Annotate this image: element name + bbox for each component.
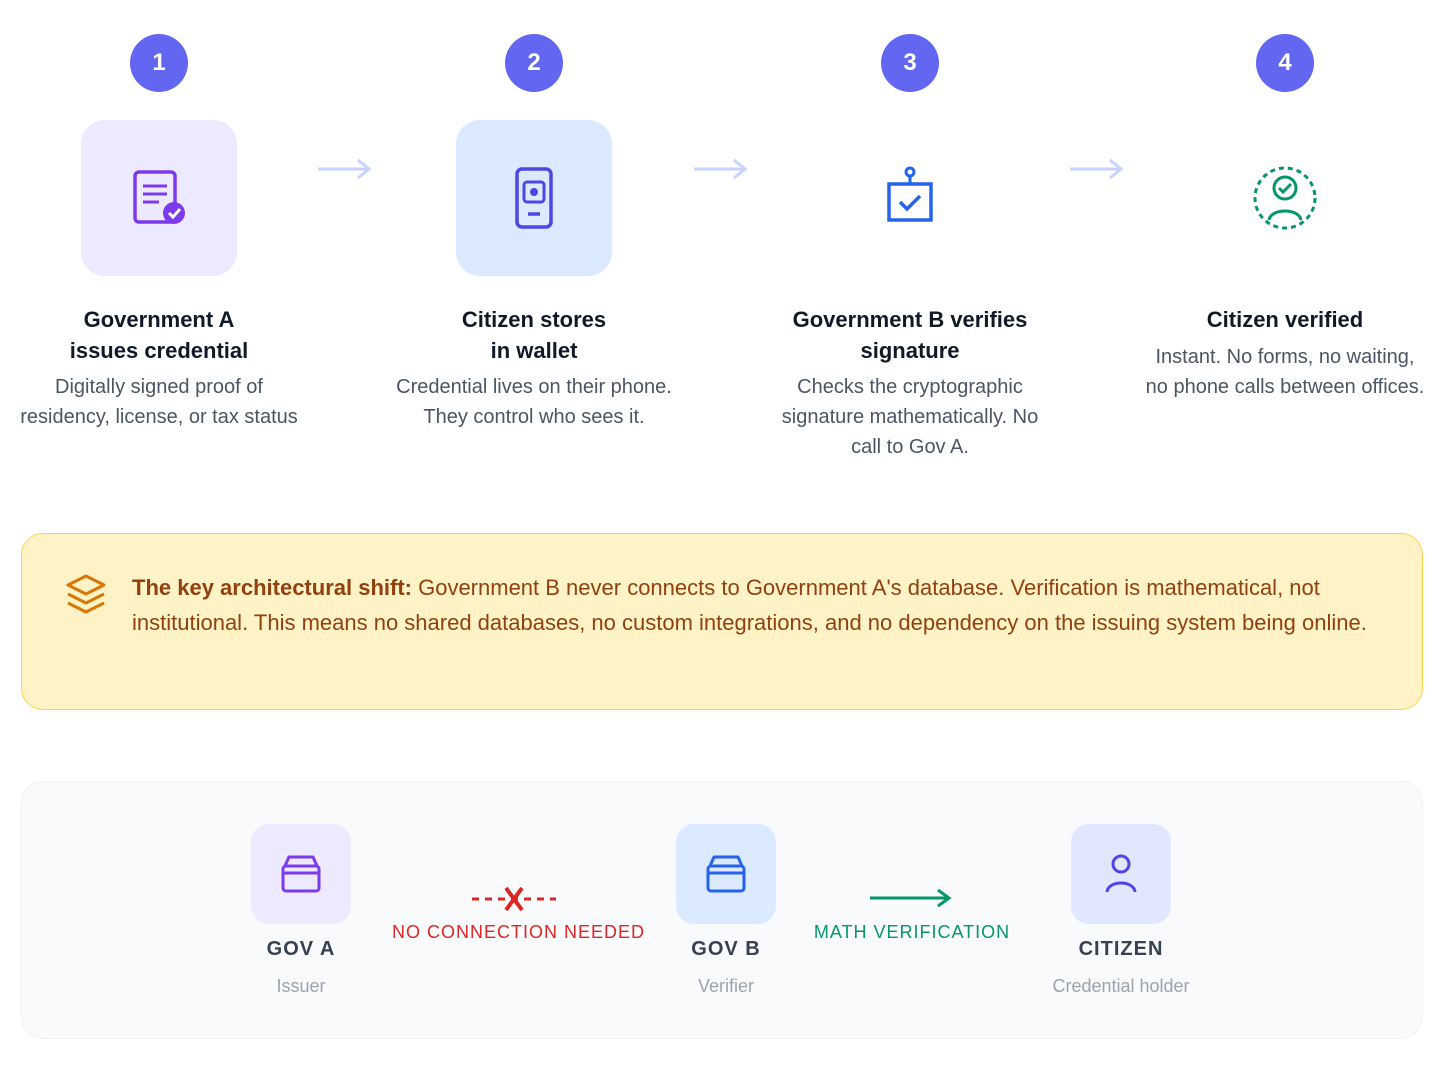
step-icon-tile bbox=[1207, 120, 1363, 276]
user-verified-icon bbox=[1253, 166, 1317, 230]
step-number-badge: 3 bbox=[881, 34, 939, 92]
key-shift-callout: The key architectural shift: Government … bbox=[21, 533, 1423, 710]
document-check-icon bbox=[133, 170, 185, 224]
layers-icon bbox=[66, 574, 106, 614]
step-title: Government A issues credential bbox=[69, 307, 249, 363]
box-icon bbox=[281, 855, 321, 893]
step-title: Government B verifies signature bbox=[792, 307, 1028, 363]
node-icon-tile bbox=[676, 824, 776, 924]
node-sublabel: Issuer bbox=[276, 976, 326, 996]
callout-body: Government B never connects to Governmen… bbox=[132, 575, 1367, 635]
link-caption: MATH VERIFICATION bbox=[813, 922, 1011, 942]
step-number-badge: 2 bbox=[505, 34, 563, 92]
architecture-panel: GOV A Issuer NO CONNECTION NEEDED GOV B … bbox=[21, 781, 1423, 1039]
step-icon-tile bbox=[81, 120, 237, 276]
arrow-right-icon bbox=[318, 158, 372, 180]
step-number-badge: 1 bbox=[130, 34, 188, 92]
callout-lead: The key architectural shift: bbox=[132, 575, 412, 600]
step-description: Instant. No forms, no waiting, no phone … bbox=[1145, 346, 1425, 398]
verify-badge-icon bbox=[887, 166, 933, 222]
node-label: GOV B bbox=[691, 938, 761, 960]
node-label: GOV A bbox=[266, 938, 336, 960]
step-icon-tile bbox=[832, 120, 988, 276]
phone-wallet-icon bbox=[515, 167, 553, 229]
step-description: Credential lives on their phone. They co… bbox=[396, 376, 672, 428]
broken-link-icon bbox=[472, 886, 556, 912]
link-caption: NO CONNECTION NEEDED bbox=[392, 922, 646, 942]
node-icon-tile bbox=[251, 824, 351, 924]
callout-text: The key architectural shift: Government … bbox=[132, 570, 1402, 640]
node-sublabel: Verifier bbox=[697, 976, 755, 996]
arrow-right-icon bbox=[1070, 158, 1124, 180]
node-label: CITIZEN bbox=[1078, 938, 1164, 960]
step-icon-tile bbox=[456, 120, 612, 276]
arrow-right-icon bbox=[870, 888, 952, 908]
step-title: Citizen stores in wallet bbox=[461, 307, 607, 363]
step-description: Checks the cryptographic signature mathe… bbox=[781, 376, 1039, 458]
step-title: Citizen verified bbox=[1206, 307, 1364, 332]
user-icon bbox=[1105, 854, 1137, 893]
step-description: Digitally signed proof of residency, lic… bbox=[20, 376, 298, 428]
node-icon-tile bbox=[1071, 824, 1171, 924]
arrow-right-icon bbox=[694, 158, 748, 180]
step-number-badge: 4 bbox=[1256, 34, 1314, 92]
node-sublabel: Credential holder bbox=[1052, 976, 1190, 996]
box-icon bbox=[706, 855, 746, 893]
